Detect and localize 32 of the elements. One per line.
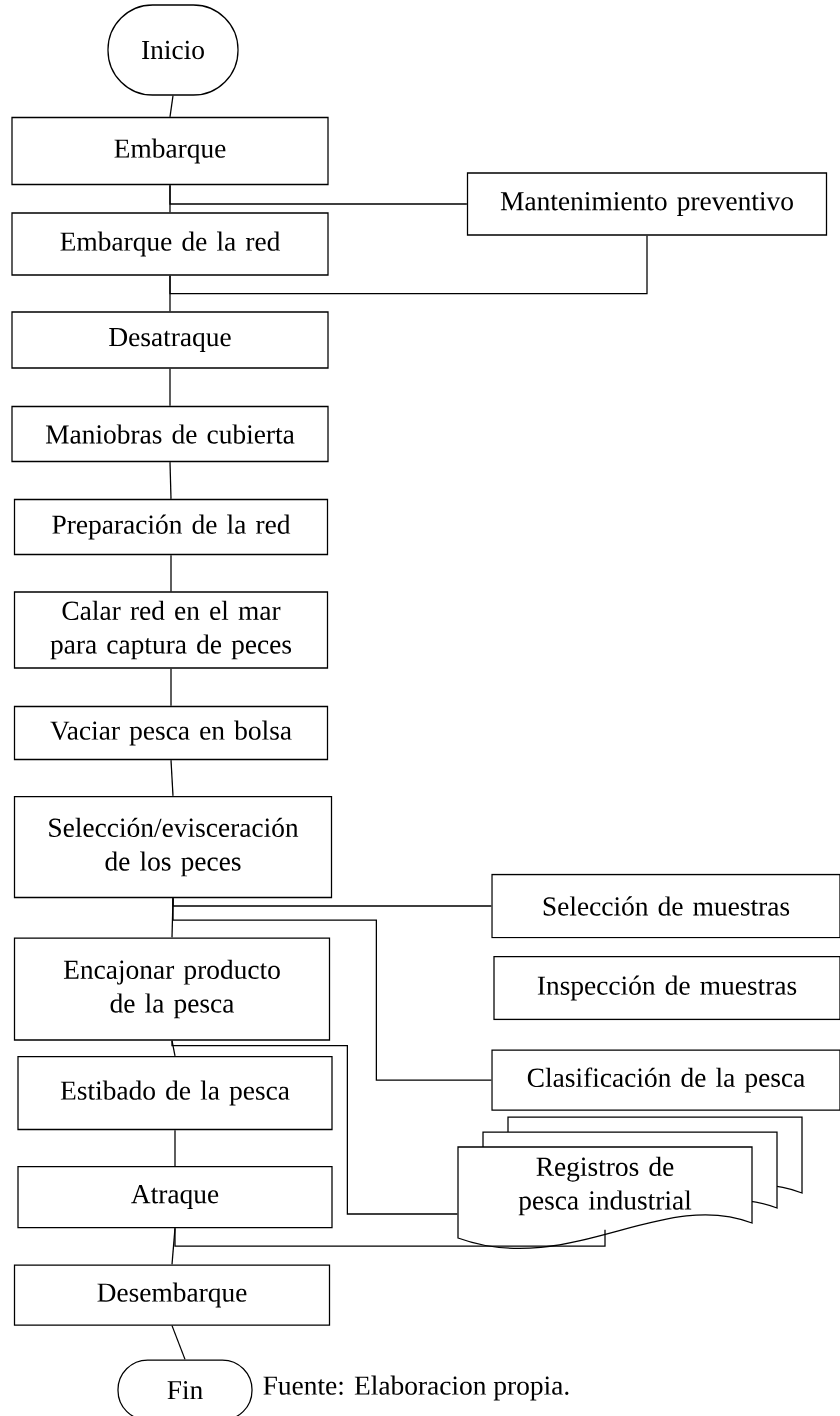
connector-line xyxy=(171,1040,458,1215)
document-stack: Registros de pesca industrial xyxy=(457,1116,803,1249)
process-box: Maniobras de cubierta xyxy=(11,405,329,463)
connector-line xyxy=(174,1129,176,1167)
connector-line xyxy=(170,554,172,592)
connector-line xyxy=(171,1325,186,1360)
connector-line xyxy=(169,95,174,118)
process-box: Mantenimiento preventivo xyxy=(466,172,828,236)
process-box: Embarque de la red xyxy=(11,212,329,276)
caption: Fuente: Elaboracion propia. xyxy=(263,1375,569,1401)
process-box: Selección/evisceración de los peces xyxy=(13,795,333,899)
process-box: Desembarque xyxy=(13,1264,331,1326)
process-box: Atraque xyxy=(17,1165,333,1229)
connector-line xyxy=(169,275,171,312)
connector-line xyxy=(172,897,492,1081)
connector-line xyxy=(170,759,174,797)
process-box: Estibado de la pesca xyxy=(17,1055,333,1131)
process-box: Desatraque xyxy=(11,311,329,369)
process-box: Inspección de muestras xyxy=(493,955,840,1021)
connector-line xyxy=(170,668,172,707)
connector-line xyxy=(169,184,468,205)
process-box: Selección de muestras xyxy=(491,873,840,939)
process-box: Calar red en el mar para captura de peces xyxy=(13,591,329,669)
connector-line xyxy=(169,461,172,500)
process-box: Vaciar pesca en bolsa xyxy=(13,705,329,761)
process-box: Embarque xyxy=(11,116,329,186)
process-box: Encajonar producto de la pesca xyxy=(13,937,331,1041)
process-box: Clasificación de la pesca xyxy=(491,1049,840,1111)
connector-line xyxy=(169,368,171,407)
connector-line xyxy=(174,1227,606,1247)
process-box: Preparación de la red xyxy=(13,498,329,556)
connector-line xyxy=(169,235,648,295)
